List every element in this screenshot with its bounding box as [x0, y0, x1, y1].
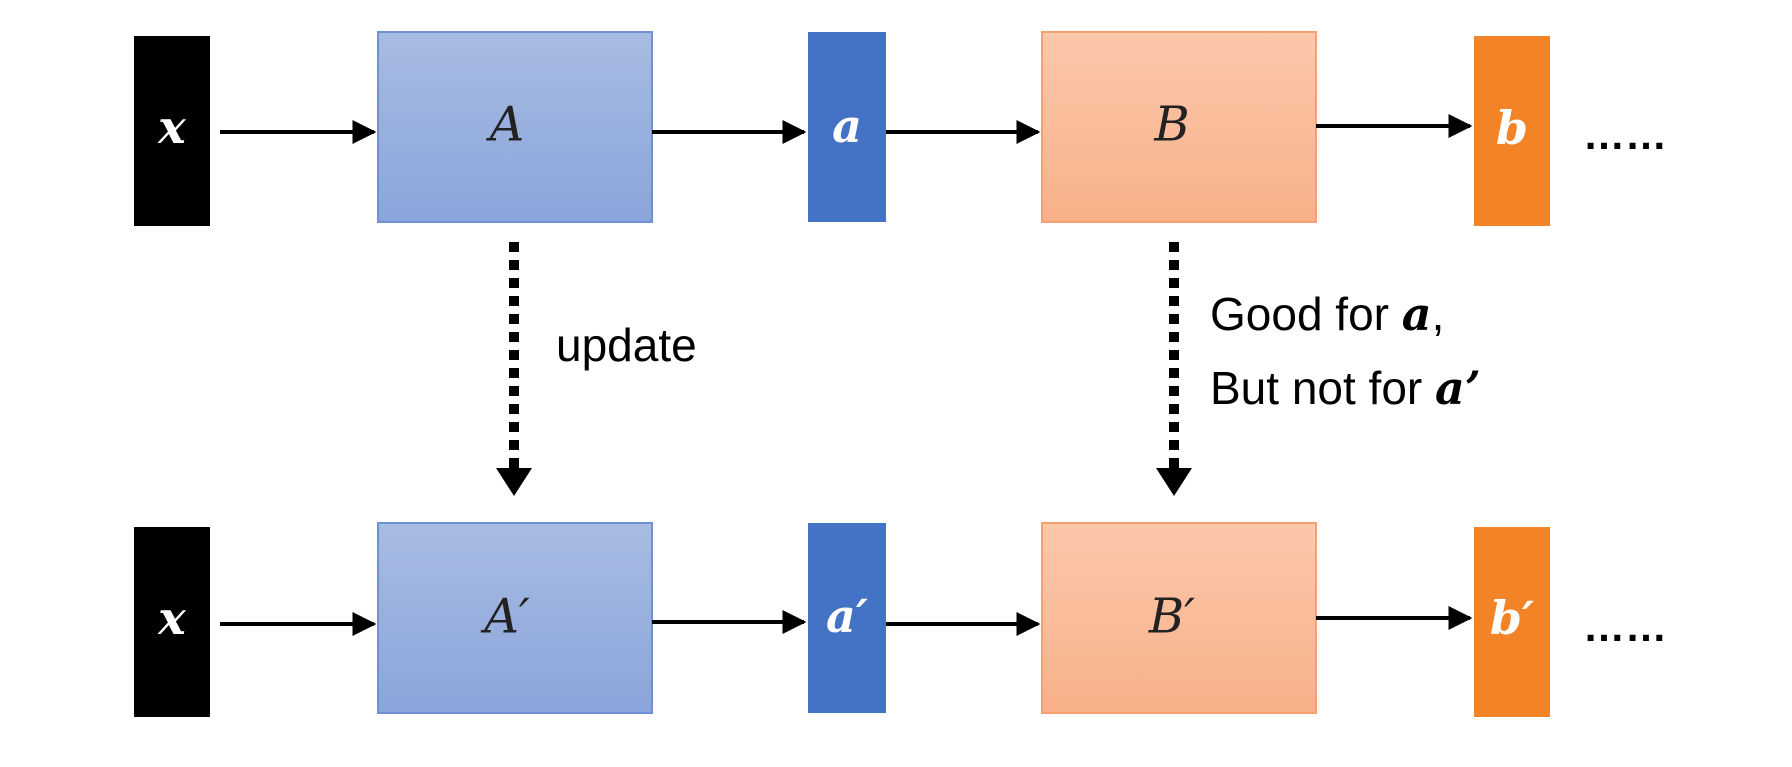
bottom-input-x-label: x — [157, 591, 186, 645]
top-input-x-label: x — [157, 100, 186, 154]
top-output-a-label: a — [832, 99, 862, 153]
top-row: x A a B b …… — [134, 31, 1667, 226]
top-module-B-box — [1041, 31, 1317, 223]
bottom-module-B-box — [1041, 522, 1317, 714]
top-input-x-box — [134, 36, 210, 226]
top-module-A-box — [377, 31, 653, 223]
bottom-output-a-box — [808, 523, 886, 713]
bottom-module-A-box — [377, 522, 653, 714]
good-for-arrow-group: Good for a, But not for a’ — [1156, 242, 1481, 496]
update-label: update — [556, 319, 697, 371]
good-for-line: Good for a, — [1210, 287, 1444, 341]
bottom-output-b-label: b′ — [1490, 591, 1534, 645]
top-ellipsis: …… — [1583, 111, 1667, 158]
top-module-A-label: A — [486, 97, 525, 153]
top-module-B-label: B — [1153, 97, 1189, 153]
bottom-input-x-box — [134, 527, 210, 717]
bottom-module-B-label: B′ — [1148, 589, 1195, 645]
top-output-a-box — [808, 32, 886, 222]
bottom-ellipsis: …… — [1583, 603, 1667, 650]
bottom-module-A-label: A′ — [480, 589, 530, 645]
update-arrow-head — [496, 468, 532, 496]
bottom-output-a-label: a′ — [826, 589, 868, 643]
but-not-prefix: But not for — [1210, 362, 1435, 414]
but-not-var: a’ — [1435, 361, 1481, 415]
update-arrow-group: update — [496, 242, 697, 496]
good-for-var: a — [1402, 287, 1432, 341]
good-for-prefix: Good for — [1210, 288, 1402, 340]
top-output-b-box — [1474, 36, 1550, 226]
bottom-output-b-box — [1474, 527, 1550, 717]
top-output-b-label: b — [1496, 101, 1528, 155]
bottom-row: x A′ a′ B′ b′ …… — [134, 522, 1667, 717]
good-for-suffix: , — [1432, 288, 1445, 340]
but-not-line: But not for a’ — [1210, 361, 1481, 415]
good-for-arrow-head — [1156, 468, 1192, 496]
